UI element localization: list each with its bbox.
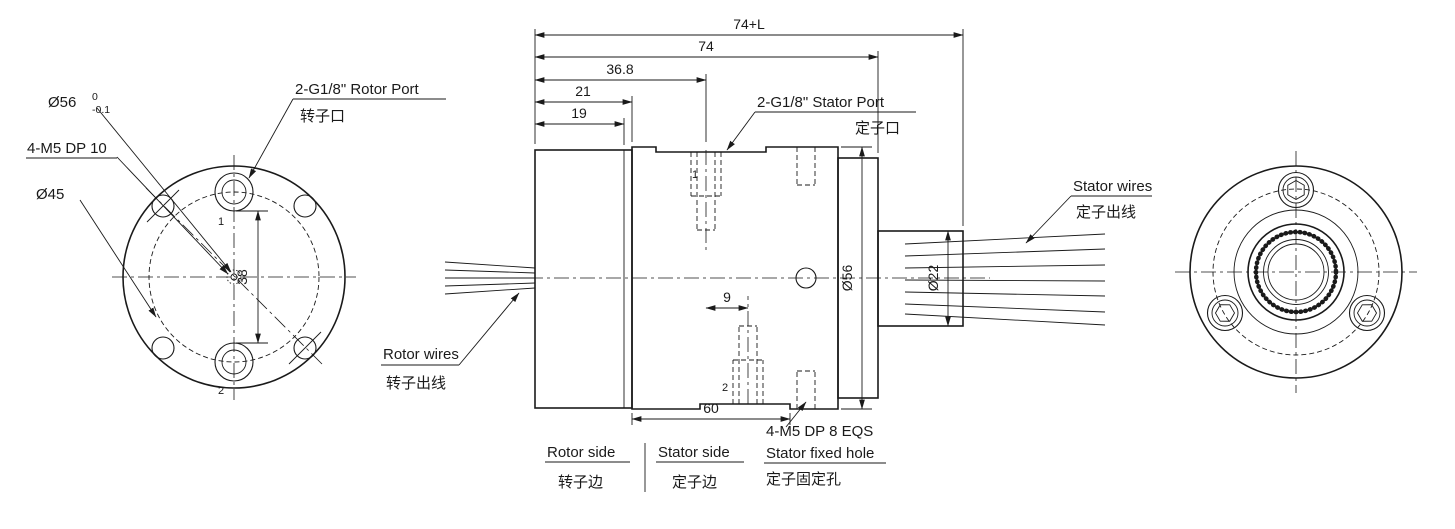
- rotor-cap: [534, 149, 633, 409]
- dim-total-label: 74+L: [733, 16, 765, 32]
- rotor-wires-label: Rotor wires: [383, 346, 459, 363]
- rotor-wires-label-zh: 转子出线: [386, 375, 446, 392]
- left-outer-circle: [122, 165, 346, 389]
- top-dimensions: 74+L 74 36.8 21 19: [534, 16, 964, 226]
- dim-21-label: 21: [575, 83, 591, 99]
- stator-side-label-zh: 定子边: [672, 474, 717, 491]
- stator-fixed-hole-bottom: [796, 370, 816, 409]
- left-bolt-circle: [148, 191, 320, 363]
- m5-note-label: 4-M5 DP 10: [27, 140, 107, 157]
- dia56-tolerance-sup: 0: [92, 91, 98, 103]
- right-outer-circle: [1189, 165, 1403, 379]
- bore-outer: [1247, 223, 1345, 321]
- dim-60-label: 60: [703, 400, 719, 416]
- thread-slash: [288, 331, 322, 365]
- stator-fixed-hole-top: [796, 147, 816, 186]
- fixed-hole-note: 4-M5 DP 8 EQS: [766, 423, 873, 440]
- stator-port-label-zh: 定子口: [855, 120, 900, 137]
- dia56-leader: [96, 107, 232, 273]
- hex-screw-left: [1206, 294, 1244, 332]
- left-centerline-diagonal: [145, 187, 323, 365]
- m5-hole: [151, 336, 175, 360]
- stator-port-2: [732, 296, 764, 404]
- dia45-leader: [79, 199, 157, 318]
- body-pin-hole: [795, 267, 817, 289]
- dim-38: 38: [234, 210, 268, 344]
- hole-mark-1: 1: [218, 216, 224, 228]
- stator-wires-label: Stator wires: [1073, 178, 1152, 195]
- m5-leader: [116, 156, 229, 275]
- right-bolt-circle: [1212, 188, 1380, 356]
- contact-ring: [1253, 229, 1339, 315]
- port-mark-1: 1: [692, 169, 698, 181]
- dim-dia56-label: Ø56: [839, 265, 855, 292]
- stator-port-leader: [726, 111, 756, 151]
- dia56-tolerance-sub: -0.1: [92, 104, 110, 116]
- stator-wires-label-zh: 定子出线: [1076, 204, 1136, 221]
- m5-hole: [293, 194, 317, 218]
- dim-9-label: 9: [723, 289, 731, 305]
- hex-screw-right: [1348, 294, 1386, 332]
- rotor-port-hole-2: [214, 342, 254, 382]
- fixed-hole-leader: [785, 401, 807, 428]
- stator-shaft: [877, 230, 964, 327]
- bore-inner: [1263, 239, 1329, 305]
- dia45-label: Ø45: [36, 186, 64, 203]
- side-view: 74+L 74 36.8 21 19 60 9 Ø56: [381, 16, 1152, 492]
- dim-38-label: 38: [234, 269, 250, 285]
- rotor-port-label-zh: 转子口: [300, 108, 345, 125]
- stator-side-label: Stator side: [658, 444, 730, 461]
- rotor-port-hole-1: [214, 172, 254, 212]
- rotor-wires: [444, 261, 536, 295]
- dim-dia56: Ø56: [839, 146, 872, 410]
- rotor-wires-leader: [458, 292, 520, 366]
- m5-hole: [293, 336, 317, 360]
- hole-mark-2: 2: [218, 385, 224, 397]
- rotor-side-label-zh: 转子边: [558, 474, 603, 491]
- m5-hole: [151, 194, 175, 218]
- stator-wires: [904, 233, 1106, 326]
- rotor-port-leader: [248, 98, 294, 179]
- stator-port-1: [690, 150, 722, 250]
- hex-screw-top: [1277, 171, 1315, 209]
- center-mark: [230, 273, 238, 281]
- dim-9: 9: [705, 289, 749, 311]
- rotor-side-label: Rotor side: [547, 444, 615, 461]
- stator-wires-leader: [1025, 195, 1072, 244]
- dim-74-label: 74: [698, 38, 714, 54]
- stator-port-label: 2-G1/8" Stator Port: [757, 94, 885, 111]
- fixed-hole-label: Stator fixed hole: [766, 445, 874, 462]
- dim-dia22: Ø22: [925, 230, 951, 327]
- dim-368-label: 36.8: [606, 61, 633, 77]
- fixed-hole-label-zh: 定子固定孔: [766, 471, 841, 488]
- dim-dia22-label: Ø22: [925, 265, 941, 292]
- port-mark-2: 2: [722, 382, 728, 394]
- dia56-tolerance-label: Ø56: [48, 94, 76, 111]
- dim-60: 60: [631, 400, 791, 425]
- rotor-port-label: 2-G1/8" Rotor Port: [295, 81, 420, 98]
- right-boss-circle: [1233, 209, 1359, 335]
- right-view: [1175, 151, 1417, 393]
- left-view: 38 Ø56 0 -0.1 4-M5 DP 10 Ø45 2-G1/8" Rot…: [26, 81, 446, 400]
- dim-19-label: 19: [571, 105, 587, 121]
- stator-body: [631, 146, 839, 410]
